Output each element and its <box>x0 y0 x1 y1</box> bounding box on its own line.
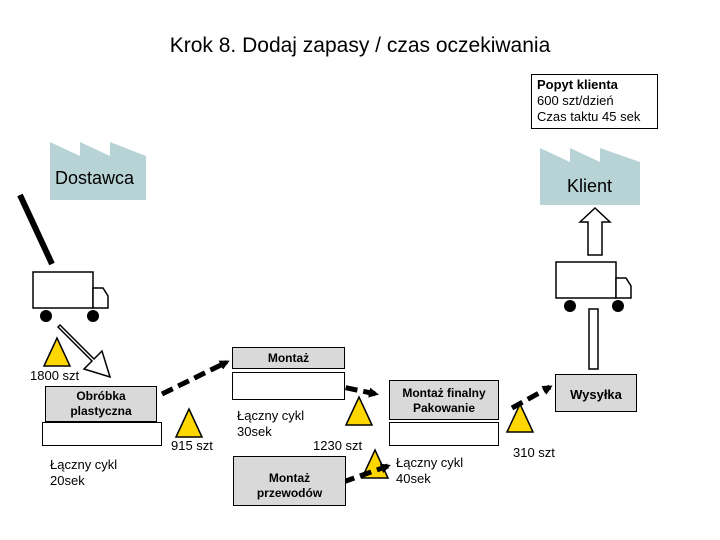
process-plastic-title: Obróbka plastyczna <box>45 386 157 422</box>
customer-factory-icon <box>540 148 640 205</box>
process-assembly-cycle: Łączny cykl 30sek <box>237 408 304 440</box>
push-arrow-1 <box>160 359 230 397</box>
inventory-raw-label: 1800 szt <box>30 368 80 383</box>
process-assembly-cycle-line2: 30sek <box>237 424 272 439</box>
process-packing-title-line1: Montaż finalny <box>402 386 486 400</box>
process-wires-title: Montaż przewodów <box>233 456 346 506</box>
page-title: Krok 8. Dodaj zapasy / czas oczekiwania <box>169 34 551 57</box>
inventory-triangle-icon <box>344 395 374 426</box>
process-wires-title-line2: przewodów <box>256 486 323 500</box>
push-arrow-icon <box>56 323 112 379</box>
customer-truck-icon <box>555 261 632 312</box>
demand-heading: Popyt klienta <box>537 77 618 92</box>
process-packing-cycle: Łączny cykl 40sek <box>396 455 463 487</box>
inventory-after-assembly-label: 1230 szt <box>313 438 363 453</box>
supplier-truck-icon <box>32 271 109 322</box>
process-packing-title-line2: Pakowanie <box>412 401 476 415</box>
process-packing-cycle-line1: Łączny cykl <box>396 455 464 470</box>
process-plastic-data-box <box>42 422 162 446</box>
inventory-triangle-icon <box>174 407 204 438</box>
customer-shipment-bar <box>588 308 599 370</box>
process-packing-cycle-line2: 40sek <box>396 471 431 486</box>
takt-time: Czas taktu 45 sek <box>537 109 641 124</box>
process-assembly-data-box <box>232 372 345 400</box>
process-plastic-title-line1: Obróbka <box>76 389 126 403</box>
customer-demand-box: Popyt klienta 600 szt/dzień Czas taktu 4… <box>531 74 658 129</box>
demand-value: 600 szt/dzień <box>537 93 614 108</box>
inventory-triangle-icon <box>42 336 72 367</box>
inventory-after-plastic-label: 915 szt <box>171 438 213 453</box>
supplier-shipment-line <box>17 193 55 266</box>
inventory-triangle-icon <box>505 402 535 433</box>
process-plastic-cycle-line2: 20sek <box>50 473 85 488</box>
supplier-factory-icon <box>50 142 146 200</box>
supplier-label: Dostawca <box>55 168 135 188</box>
process-plastic-cycle-line1: Łączny cykl <box>50 457 118 472</box>
process-wires-title-line1: Montaż <box>268 471 311 485</box>
customer-up-arrow-icon <box>578 206 612 256</box>
process-packing-title: Montaż finalny Pakowanie <box>389 380 499 420</box>
process-packing-data-box <box>389 422 499 446</box>
push-arrow-2 <box>510 384 553 411</box>
inventory-after-packing-label: 310 szt <box>513 445 555 460</box>
process-plastic-title-line2: plastyczna <box>70 404 132 418</box>
process-assembly-title: Montaż <box>232 347 345 369</box>
customer-label: Klient <box>567 176 613 196</box>
process-shipping-title: Wysyłka <box>555 374 637 412</box>
process-assembly-cycle-line1: Łączny cykl <box>237 408 305 423</box>
process-plastic-cycle: Łączny cykl 20sek <box>50 457 117 489</box>
